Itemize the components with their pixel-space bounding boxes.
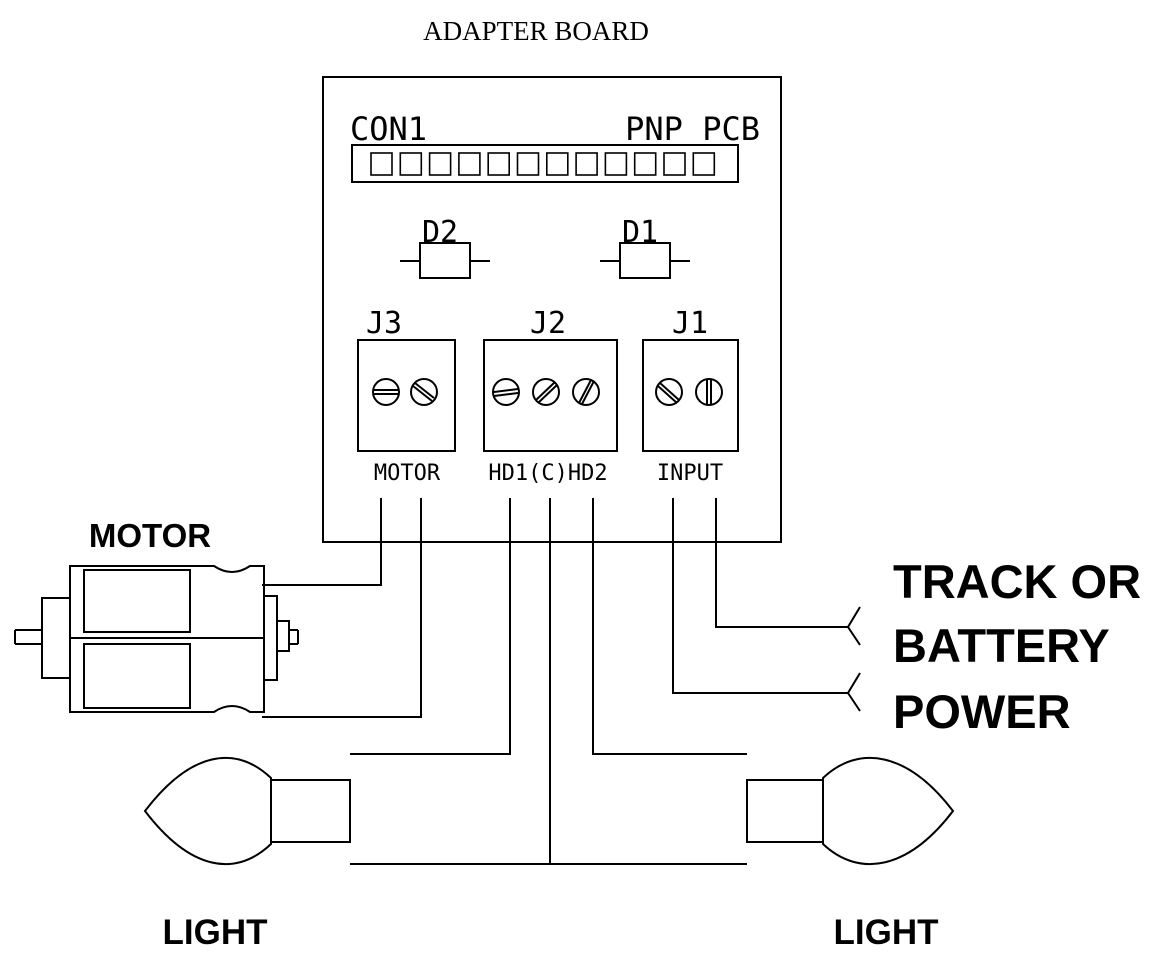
- screw-j3-1: [372, 378, 400, 406]
- screw-j2-1: [492, 378, 520, 406]
- connector-pin: [428, 152, 452, 176]
- light-wire-common: [350, 498, 747, 865]
- light-wire-left: [350, 498, 511, 755]
- terminal-j2-label: J2: [530, 306, 566, 341]
- screw-j1-1: [655, 378, 683, 406]
- screw-j1-2: [695, 378, 723, 406]
- connector-pin: [516, 152, 540, 176]
- terminal-j2-caption: HD1(C)HD2: [488, 461, 607, 486]
- power-label-line-3: POWER: [893, 685, 1071, 738]
- light-bulb-left: [143, 757, 351, 865]
- screw-j3-2: [410, 378, 438, 406]
- terminal-j1-caption: INPUT: [657, 461, 723, 486]
- connector-pin: [370, 152, 393, 176]
- motor-label: MOTOR: [89, 517, 211, 554]
- motor-wire-top: [262, 498, 382, 586]
- diode-d1-label: D1: [622, 215, 658, 250]
- terminal-block-j2: [483, 339, 618, 452]
- terminal-j3-label: J3: [366, 306, 402, 341]
- light-wire-right: [592, 498, 747, 755]
- connector-pin: [604, 152, 628, 176]
- light-right-label: LIGHT: [834, 913, 939, 952]
- connector-pin: [399, 152, 423, 176]
- power-label-line-1: TRACK OR: [893, 555, 1141, 608]
- pcb-label: PNP PCB: [625, 110, 760, 148]
- connector-pin: [663, 152, 686, 176]
- diode-d2: D2: [400, 215, 490, 279]
- power-label-line-2: BATTERY: [893, 619, 1110, 672]
- connector-pin: [575, 152, 598, 176]
- connector-pin: [692, 152, 716, 176]
- diode-d1: D1: [600, 215, 690, 279]
- diagram-title: ADAPTER BOARD: [423, 16, 649, 46]
- screw-j2-3: [572, 378, 600, 406]
- connector-strip: [351, 144, 739, 183]
- connector-pin: [545, 152, 569, 176]
- power-wire-b: [672, 498, 861, 712]
- connector-pin: [487, 152, 511, 176]
- light-bulb-right: [746, 757, 955, 865]
- motor-wire-bottom: [262, 498, 422, 718]
- connector-pin: [633, 152, 657, 176]
- light-left-label: LIGHT: [163, 913, 268, 952]
- power-wire-a: [715, 498, 861, 646]
- screw-j2-2: [532, 378, 560, 406]
- motor-drawing: [14, 565, 299, 713]
- connector-label: CON1: [350, 110, 427, 148]
- terminal-j1-label: J1: [672, 306, 708, 341]
- connector-pins: [370, 152, 716, 176]
- connector-pin: [458, 152, 481, 176]
- diode-d2-label: D2: [422, 215, 458, 250]
- terminal-j3-caption: MOTOR: [374, 461, 441, 486]
